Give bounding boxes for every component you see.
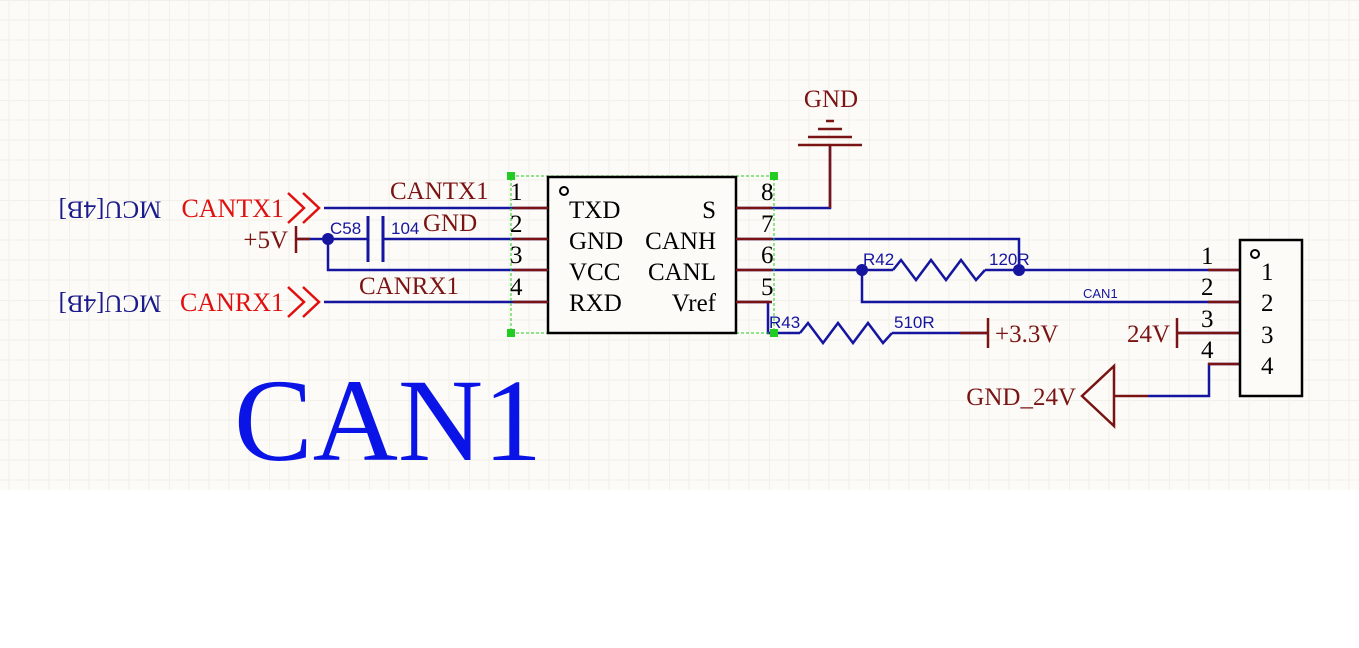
component-value: 510R — [894, 313, 935, 332]
port-chevron-icon — [287, 192, 321, 224]
ic-body — [546, 175, 738, 335]
port-canrx[interactable]: CANRX1 MCU[4B] — [59, 286, 321, 318]
junction-dot — [322, 233, 334, 245]
junction-dot — [1013, 264, 1025, 276]
connector-pin-number: 4 — [1201, 337, 1214, 364]
capacitor-icon — [366, 216, 385, 262]
ic-pin-number: 5 — [761, 274, 774, 301]
ic-pin-name: S — [702, 197, 716, 224]
power-port-3v3[interactable]: +3.3V — [960, 318, 1058, 348]
ic-pin-number: 4 — [510, 274, 523, 301]
power-label: GND_24V — [966, 384, 1076, 411]
component-value: 104 — [391, 219, 419, 238]
ic-pin-number: 6 — [761, 242, 774, 269]
power-label: +3.3V — [995, 321, 1058, 348]
power-port-gnd24v[interactable]: GND_24V — [966, 363, 1148, 429]
capacitor-c58[interactable]: C58 104 — [330, 216, 419, 262]
net-label-can1[interactable]: CAN1 — [1083, 286, 1118, 301]
resistor-icon — [892, 257, 986, 283]
net-label-cantx[interactable]: CANTX1 — [390, 178, 489, 205]
pin1-marker-icon — [1250, 249, 1260, 259]
power-port-24v[interactable]: 24V — [1127, 318, 1208, 348]
connector-pin-number: 3 — [1201, 306, 1214, 333]
port-cantx[interactable]: CANTX1 MCU[4B] — [59, 192, 321, 224]
resistor-icon — [799, 320, 893, 346]
ic-pin-number: 8 — [761, 179, 774, 206]
component-ref: R43 — [769, 313, 800, 332]
connector-pin-number: 2 — [1201, 274, 1214, 301]
connector-pin-label: 2 — [1261, 290, 1274, 317]
port-name: CANRX1 — [180, 288, 284, 317]
component-ref: R42 — [863, 250, 894, 269]
pin1-marker-icon — [559, 186, 569, 196]
connector-4pin[interactable]: 1 2 3 4 1 2 3 4 — [1201, 238, 1304, 398]
ic-pin-name: TXD — [569, 197, 620, 224]
power-label: GND — [804, 86, 858, 113]
ic-selection-handle[interactable] — [770, 172, 778, 180]
junction-dot — [856, 264, 868, 276]
ic-selection-handle[interactable] — [507, 172, 515, 180]
connector-body — [1238, 238, 1304, 398]
ic-pin-name: GND — [569, 228, 623, 255]
power-label: 24V — [1127, 321, 1170, 348]
ic-pin-number: 3 — [510, 242, 523, 269]
transceiver-ic[interactable]: 1 2 3 4 TXD GND VCC RXD S CANH CANL Vref… — [507, 172, 778, 337]
ic-selection-handle[interactable] — [770, 329, 778, 337]
component-value: 120R — [989, 250, 1030, 269]
resistor-r42[interactable]: R42 120R — [863, 250, 1030, 283]
component-ref: C58 — [330, 219, 361, 238]
port-chevron-icon — [287, 286, 321, 318]
schematic-title[interactable]: CAN1 — [234, 355, 542, 486]
junctions — [322, 233, 1025, 276]
ic-pin-name: CANL — [648, 259, 716, 286]
ic-pin-number: 1 — [510, 179, 523, 206]
connector-pin-label: 3 — [1261, 322, 1274, 349]
port-name: CANTX1 — [181, 194, 284, 223]
power-label: +5V — [243, 227, 288, 254]
connector-pin-label: 4 — [1261, 353, 1274, 380]
ic-pin-name: Vref — [672, 290, 717, 317]
power-port-5v[interactable]: +5V — [243, 226, 310, 254]
connector-pin-label: 1 — [1261, 259, 1274, 286]
ic-selection-handle[interactable] — [507, 329, 515, 337]
port-sheet-ref: MCU[4B] — [59, 289, 162, 316]
net-label-gnd[interactable]: GND — [423, 210, 477, 237]
power-port-gnd-top[interactable]: GND — [798, 86, 862, 208]
ic-pin-name: RXD — [569, 290, 622, 317]
ground-icon — [798, 119, 862, 208]
ic-pin-number: 2 — [510, 211, 523, 238]
resistor-r43[interactable]: R43 510R — [769, 313, 935, 346]
ic-pin-name: VCC — [569, 259, 620, 286]
ic-pin-number: 7 — [761, 211, 774, 238]
ic-pin-name: CANH — [645, 228, 716, 255]
connector-pin-number: 1 — [1201, 243, 1214, 270]
net-label-canrx[interactable]: CANRX1 — [359, 273, 459, 300]
port-sheet-ref: MCU[4B] — [59, 195, 162, 222]
